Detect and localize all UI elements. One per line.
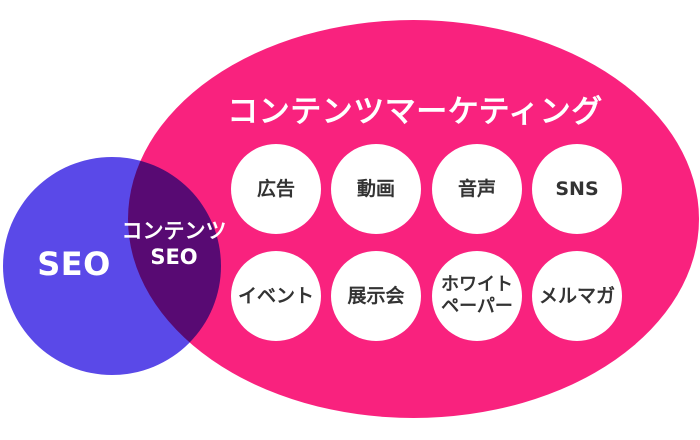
content-seo-overlap-label: コンテンツ SEO (122, 218, 227, 270)
node-audio: 音声 (432, 144, 522, 234)
node-newsletter: メルマガ (532, 251, 622, 341)
node-event: イベント (231, 251, 321, 341)
node-sns: SNS (532, 144, 622, 234)
content-seo-overlap-line1: コンテンツ (121, 219, 227, 243)
node-video: 動画 (331, 144, 421, 234)
seo-circle (3, 157, 221, 375)
node-ad: 広告 (231, 144, 321, 234)
seo-set-label: SEO (37, 245, 111, 283)
content-seo-overlap-line2: SEO (150, 245, 198, 269)
content-marketing-title: コンテンツマーケティング (227, 94, 603, 130)
node-exhibition-label: 展示会 (347, 284, 405, 307)
node-sns-label: SNS (555, 177, 599, 200)
node-video-label: 動画 (356, 177, 395, 200)
node-event-label: イベント (237, 284, 314, 307)
node-newsletter-label: メルマガ (538, 284, 615, 307)
node-audio-label: 音声 (457, 177, 496, 200)
node-whitepaper: ホワイト ペーパー (432, 251, 522, 341)
node-exhibition: 展示会 (331, 251, 421, 341)
node-ad-label: 広告 (256, 177, 295, 200)
node-whitepaper-label: ホワイト ペーパー (441, 274, 513, 317)
